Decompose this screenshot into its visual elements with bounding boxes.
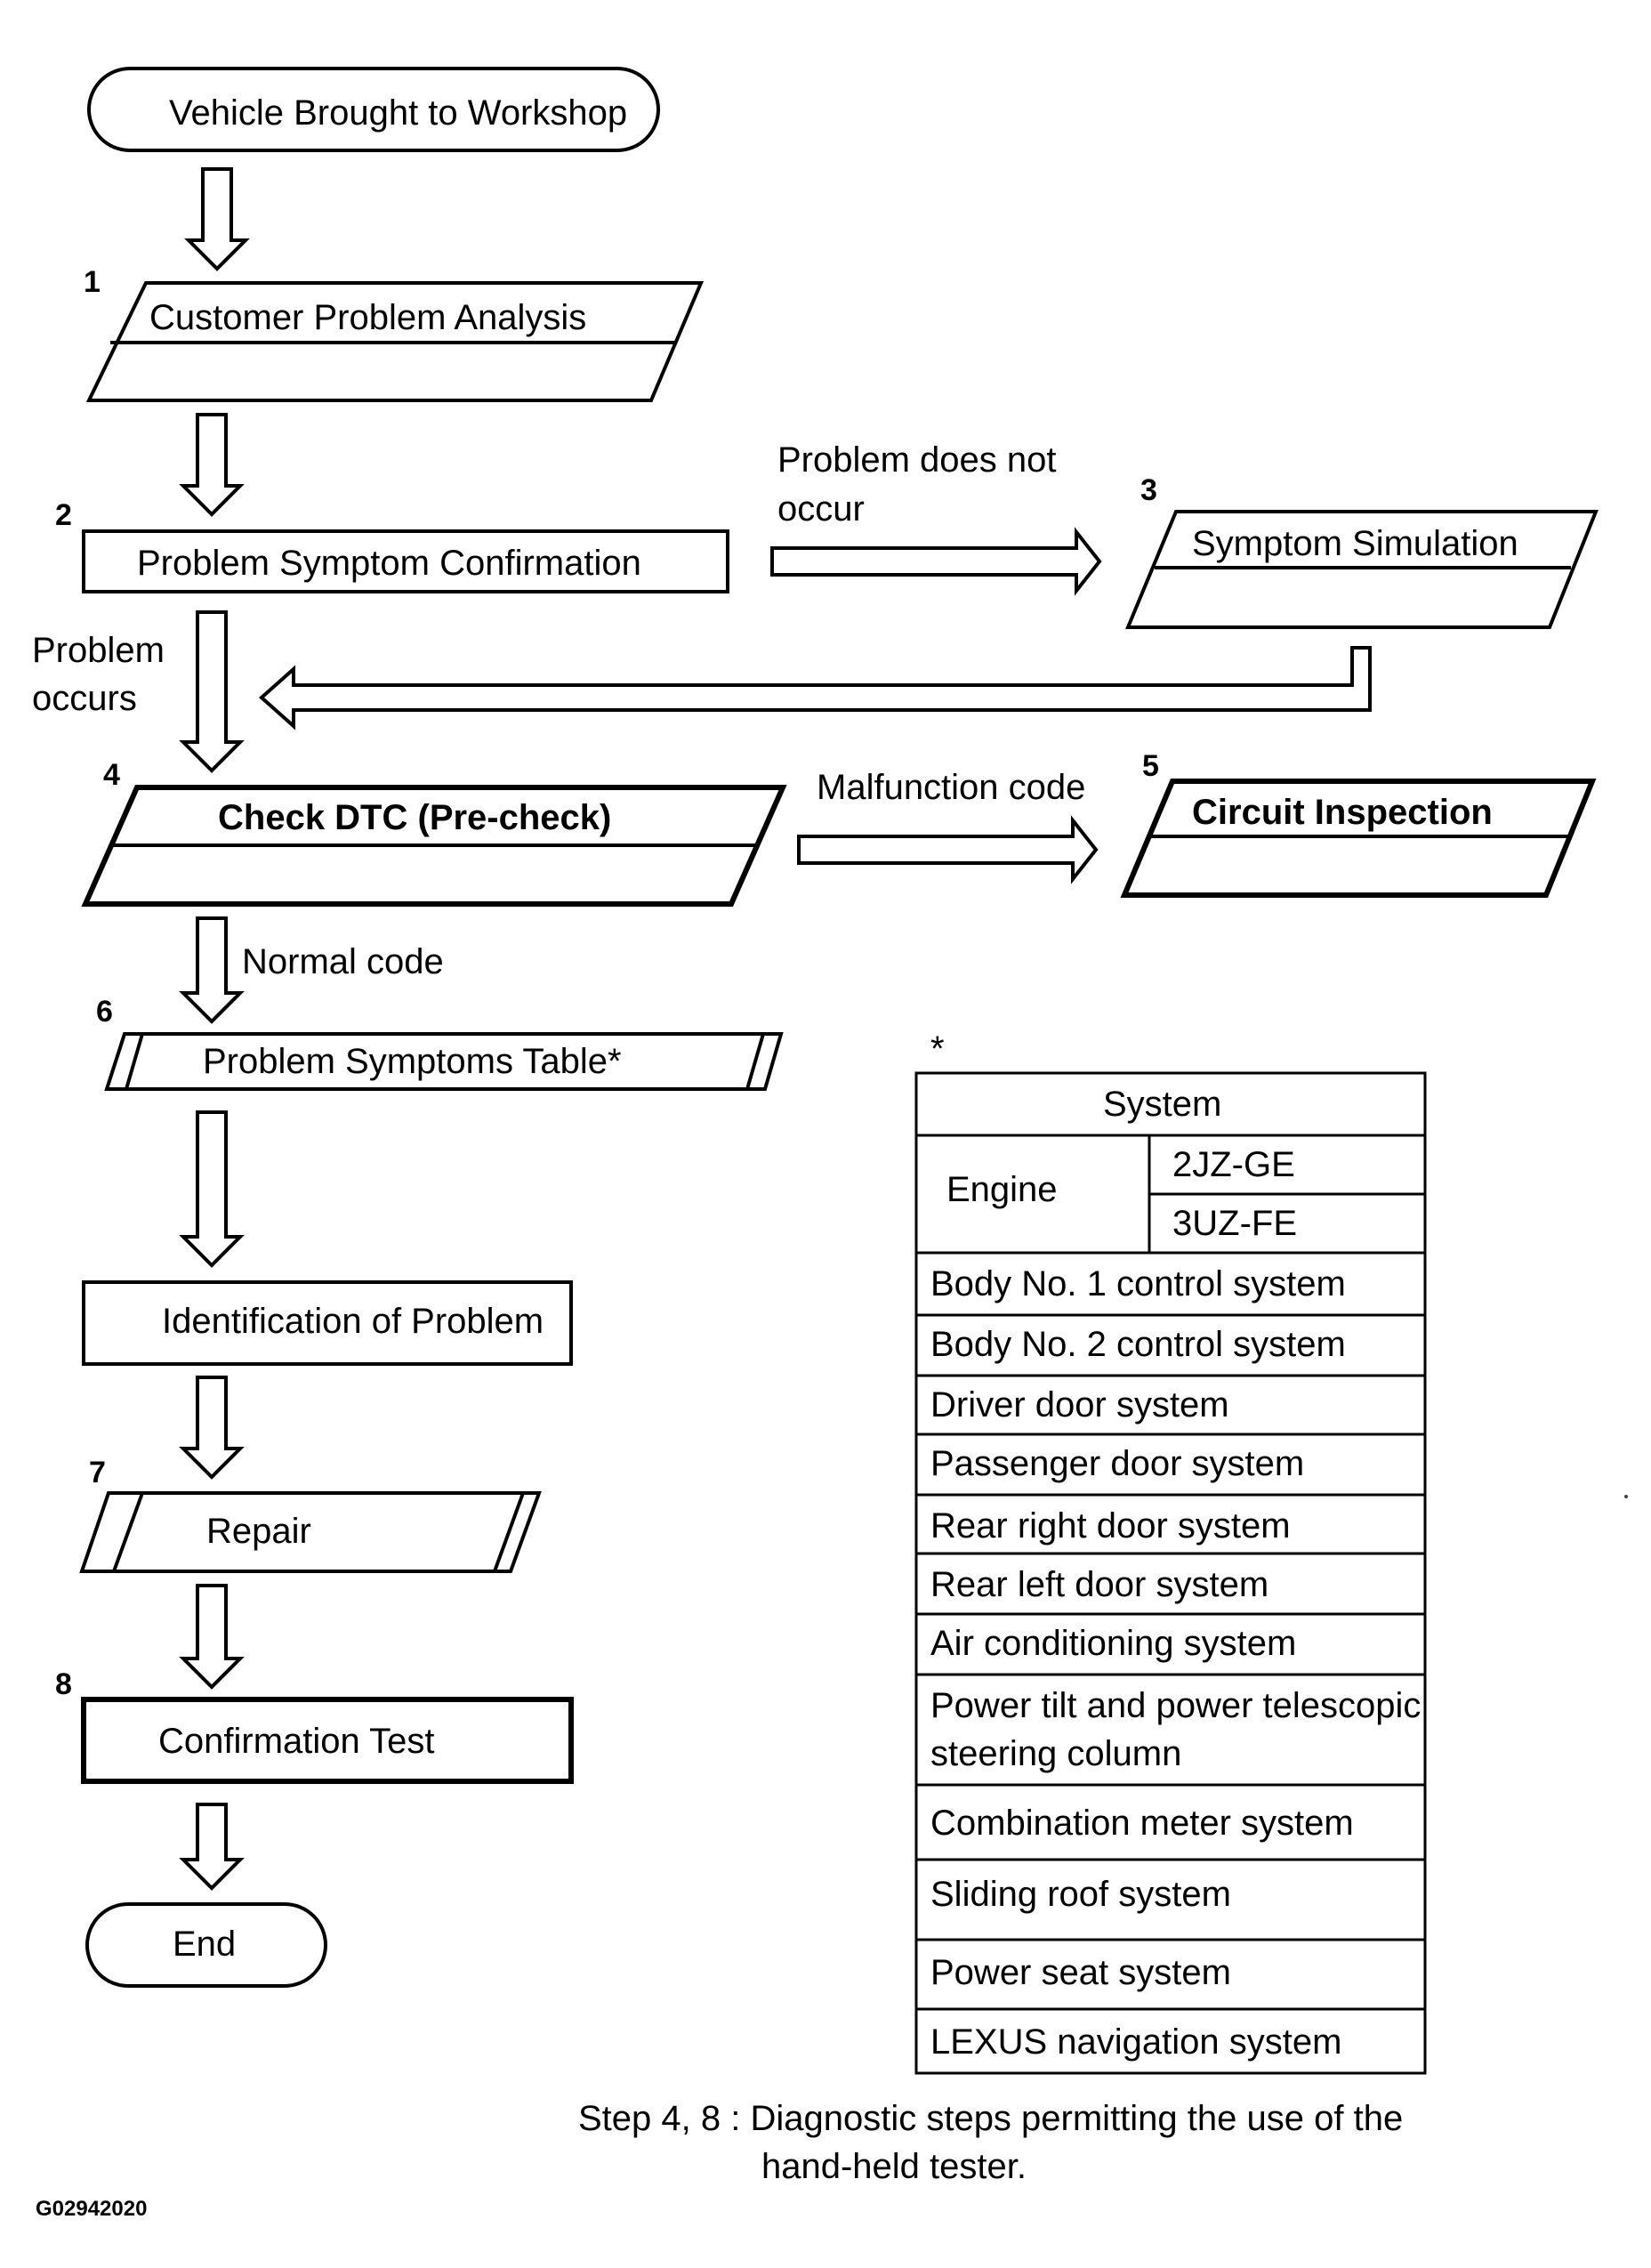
- figure-id: G02942020: [36, 2197, 147, 2221]
- arrow-down-identification: [179, 1110, 245, 1268]
- table-engine-variant-2: 3UZ-FE: [1172, 1204, 1297, 1243]
- footnote-line1: Step 4, 8 : Diagnostic steps permitting …: [578, 2099, 1403, 2138]
- table-system-8b: steering column: [930, 1734, 1181, 1773]
- step-7-label: Repair: [206, 1512, 311, 1551]
- step-1-label: Customer Problem Analysis: [149, 298, 586, 337]
- step-7-left-edge: [112, 1492, 144, 1572]
- step-2-number: 2: [55, 498, 72, 532]
- table-header: System: [1103, 1085, 1221, 1124]
- step-8-label: Confirmation Test: [158, 1722, 435, 1761]
- step-7-number: 7: [89, 1456, 106, 1489]
- step-4-number: 4: [103, 758, 120, 792]
- table-system-10: Sliding roof system: [930, 1875, 1231, 1914]
- step-1-number: 1: [84, 265, 101, 299]
- system-table-frame: [914, 1071, 1427, 2075]
- arrow-down-4: [179, 610, 245, 773]
- step-4-label: Check DTC (Pre-check): [218, 798, 611, 837]
- step-6-left-edge: [125, 1033, 144, 1090]
- branch-malfunction: Malfunction code: [817, 768, 1085, 807]
- start-terminator: [87, 67, 660, 152]
- margin-dot: [1624, 1495, 1628, 1498]
- table-engine-variant-1: 2JZ-GE: [1172, 1145, 1295, 1184]
- branch-not-occur-line1: Problem does not: [777, 440, 1057, 480]
- step-8-box[interactable]: [81, 1697, 574, 1784]
- table-system-4: Passenger door system: [930, 1444, 1304, 1483]
- table-system-5: Rear right door system: [930, 1506, 1291, 1546]
- arrow-down-1: [184, 167, 250, 271]
- table-system-8a: Power tilt and power telescopic: [930, 1686, 1421, 1725]
- identification-box: [82, 1280, 573, 1366]
- step-2-box: [82, 529, 729, 593]
- step-6-label: Problem Symptoms Table*: [203, 1042, 622, 1081]
- step-8-number: 8: [55, 1667, 72, 1701]
- step-6-parallelogram[interactable]: [104, 1032, 784, 1091]
- table-system-11: Power seat system: [930, 1953, 1231, 1992]
- step-3-number: 3: [1140, 473, 1157, 507]
- table-engine-label: Engine: [946, 1170, 1058, 1209]
- table-system-12: LEXUS navigation system: [930, 2022, 1341, 2062]
- table-system-3: Driver door system: [930, 1385, 1229, 1425]
- arrow-down-end: [179, 1803, 245, 1891]
- table-system-1: Body No. 1 control system: [930, 1264, 1346, 1303]
- identification-label: Identification of Problem: [162, 1302, 544, 1341]
- branch-normal: Normal code: [242, 942, 444, 981]
- step-5-number: 5: [1142, 749, 1159, 783]
- step-5-label: Circuit Inspection: [1192, 793, 1493, 832]
- footnote-line2: hand-held tester.: [761, 2147, 1027, 2186]
- start-label: Vehicle Brought to Workshop: [169, 93, 627, 133]
- step-2-label: Problem Symptom Confirmation: [137, 544, 641, 583]
- step-6-number: 6: [96, 995, 113, 1029]
- arrow-right-5: [797, 815, 1099, 884]
- branch-occurs-line1: Problem: [32, 631, 165, 670]
- table-asterisk: *: [930, 1029, 945, 1069]
- branch-occurs-line2: occurs: [32, 679, 137, 718]
- table-system-2: Body No. 2 control system: [930, 1325, 1346, 1364]
- arrow-down-6: [179, 916, 245, 1024]
- table-system-9: Combination meter system: [930, 1804, 1354, 1843]
- end-label: End: [173, 1925, 236, 1964]
- arrow-down-2: [179, 413, 245, 517]
- table-system-6: Rear left door system: [930, 1565, 1268, 1604]
- branch-not-occur-line2: occur: [777, 489, 865, 529]
- table-system-7: Air conditioning system: [930, 1624, 1296, 1663]
- arrow-down-8: [179, 1584, 245, 1690]
- arrow-return-left: [258, 646, 1372, 730]
- step-7-right-edge: [493, 1492, 525, 1572]
- step-6-right-edge: [745, 1033, 765, 1090]
- end-terminator: [85, 1902, 327, 1988]
- step-3-label: Symptom Simulation: [1192, 524, 1518, 563]
- step-7-parallelogram[interactable]: [79, 1491, 542, 1573]
- arrow-right-3: [770, 527, 1102, 596]
- arrow-down-7: [179, 1376, 245, 1480]
